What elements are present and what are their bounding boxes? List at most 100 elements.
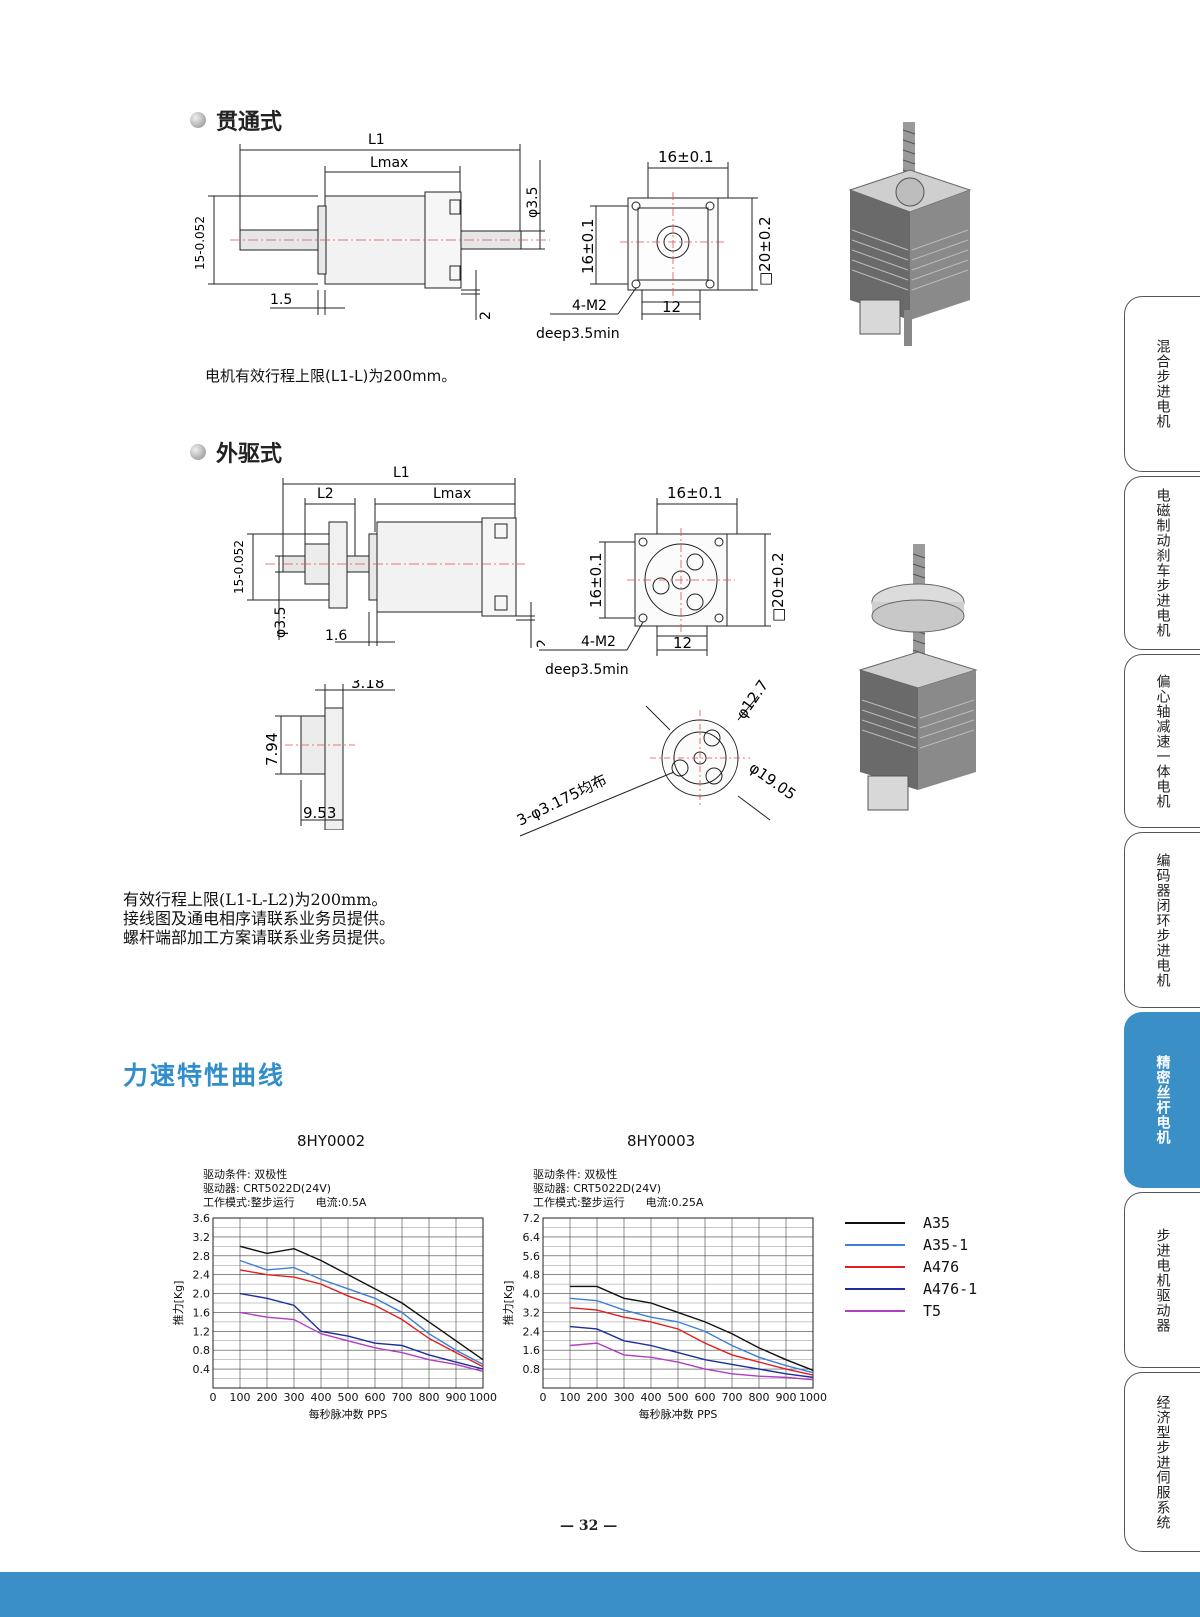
y-tick-label: 1.6 [523,1344,541,1357]
chart1-cond-2: 驱动器: CRT5022D(24V) [203,1182,332,1195]
series-line [239,1259,484,1366]
section-title-through: 贯通式 [190,104,282,136]
y-tick-label: 1.6 [193,1306,211,1319]
dim-3-18: 3.18 [351,680,384,692]
tab-encoder-closed-loop[interactable]: 编码器闭环步进电机 [1124,832,1200,1008]
x-tick-label: 0 [540,1391,547,1404]
tab-stepper-driver[interactable]: 步进电机驱动器 [1124,1192,1200,1368]
x-tick-label: 1000 [799,1391,827,1404]
curve-heading: 力速特性曲线 [123,1061,286,1090]
x-tick-label: 300 [614,1391,635,1404]
dim-16-vertical: 16±0.1 [587,552,605,608]
legend-label: A476 [923,1258,960,1276]
series-line [569,1325,814,1379]
tab-label: 精密丝杆电机 [1154,1055,1171,1145]
tab-label: 经济型步进伺服系统 [1154,1394,1171,1530]
dim-tolerance: 15-0.052 [193,216,207,270]
dim-lmax: Lmax [433,486,471,502]
note-line-3: 螺杆端部加工方案请联系业务员提供。 [123,928,396,947]
plot-frame [212,1217,484,1389]
label-deep: deep3.5min [545,662,629,678]
y-tick-label: 6.4 [523,1231,541,1244]
dim-2: 2 [535,639,545,648]
dim-7-94: 7.94 [263,733,281,766]
y-axis-label: 推力[Kg] [501,1281,515,1326]
legend-swatch [845,1310,905,1312]
chart2-conditions: 驱动条件: 双极性驱动器: CRT5022D(24V)工作模式:整步运行 电流:… [533,1168,703,1210]
notes-block: 有效行程上限(L1-L-L2)为200mm。 接线图及通电相序请联系业务员提供。… [123,890,395,947]
legend-label: A35-1 [923,1236,969,1254]
dim-lmax: Lmax [370,155,408,171]
dim-12: 12 [662,298,681,316]
x-tick-label: 400 [641,1391,662,1404]
series-line [239,1269,484,1368]
y-axis-label: 推力[Kg] [171,1281,185,1326]
tab-label: 电磁制动刹车步进电机 [1154,488,1171,638]
dim-phi12-7: φ12.7 [733,677,773,723]
y-tick-label: 7.2 [523,1212,541,1225]
dim-holes: 3-φ3.175均布 [514,771,610,830]
tab-label: 步进电机驱动器 [1154,1227,1171,1333]
dim-phi35: φ3.5 [273,607,289,639]
legend-item: A35 [845,1212,977,1234]
y-tick-label: 1.2 [193,1325,211,1338]
chart2-cond-2: 驱动器: CRT5022D(24V) [533,1182,662,1195]
x-tick-label: 100 [230,1391,251,1404]
tab-precision-lead-screw[interactable]: 精密丝杆电机 [1124,1012,1200,1188]
note-through: 电机有效行程上限(L1-L)为200mm。 [205,367,457,385]
tab-eccentric-reducer[interactable]: 偏心轴减速一体电机 [1124,654,1200,828]
x-tick-label: 200 [587,1391,608,1404]
y-tick-label: 0.4 [193,1363,211,1376]
section-title-external: 外驱式 [190,436,282,468]
external-front-view-drawing: 16±0.1 16±0.1 □20±0.2 12 4-M2 deep3.5min [539,484,787,678]
series-line [569,1342,814,1381]
legend-item: T5 [845,1300,977,1322]
dim-16-horizontal: 16±0.1 [667,484,723,502]
dim-1-5: 1.5 [270,292,292,308]
x-tick-label: 100 [560,1391,581,1404]
y-tick-label: 3.2 [193,1231,211,1244]
series-line [570,1285,814,1371]
dim-12: 12 [673,634,692,652]
tab-economy-servo[interactable]: 经济型步进伺服系统 [1124,1372,1200,1552]
bullet-icon [190,112,206,128]
x-tick-label: 600 [365,1391,386,1404]
series-line [239,1292,484,1370]
chart1-cond-1: 驱动条件: 双极性 [203,1168,288,1181]
x-tick-label: 600 [695,1391,716,1404]
y-tick-label: 0.8 [193,1344,211,1357]
series-line [569,1307,814,1376]
dim-l1: L1 [368,132,385,148]
label-4-m2: 4-M2 [581,634,616,650]
dim-phi35: φ3.5 [525,187,541,219]
x-tick-label: 800 [419,1391,440,1404]
dim-16-vertical: 16±0.1 [579,218,597,274]
external-motor-photo [858,544,978,811]
series-line [569,1297,814,1374]
through-motor-photo [848,122,972,346]
chart1-title: 8HY0002 [297,1132,366,1150]
x-axis-label: 每秒脉冲数 PPS [639,1407,718,1421]
through-front-view-drawing: 16±0.1 16±0.1 □20±0.2 12 4-M2 deep3.5min [536,148,774,342]
dim-tolerance: 15-0.052 [232,540,246,594]
tab-brake-stepper[interactable]: 电磁制动刹车步进电机 [1124,476,1200,650]
label-4-m2: 4-M2 [572,298,607,314]
legend-label: A476-1 [923,1280,978,1298]
external-side-view-drawing: L1 L2 Lmax 15-0.052 φ3.5 1.6 2 [232,465,545,648]
y-tick-label: 2.8 [193,1250,211,1263]
y-tick-label: 2.4 [193,1269,211,1282]
chart1-conditions: 驱动条件: 双极性驱动器: CRT5022D(24V)工作模式:整步运行 电流:… [203,1168,366,1210]
tab-hybrid-stepper[interactable]: 混合步进电机 [1124,296,1200,472]
x-tick-label: 500 [338,1391,359,1404]
legend-swatch [845,1222,905,1224]
legend-swatch [845,1288,905,1290]
x-tick-label: 700 [392,1391,413,1404]
nut-side-detail-drawing: 3.18 7.94 9.53 [263,680,395,830]
legend-label: A35 [923,1214,951,1232]
x-tick-label: 800 [749,1391,770,1404]
dim-2: 2 [478,311,494,320]
tab-label: 混合步进电机 [1154,339,1171,429]
x-axis-label: 每秒脉冲数 PPS [309,1407,388,1421]
tab-label: 偏心轴减速一体电机 [1154,673,1171,809]
